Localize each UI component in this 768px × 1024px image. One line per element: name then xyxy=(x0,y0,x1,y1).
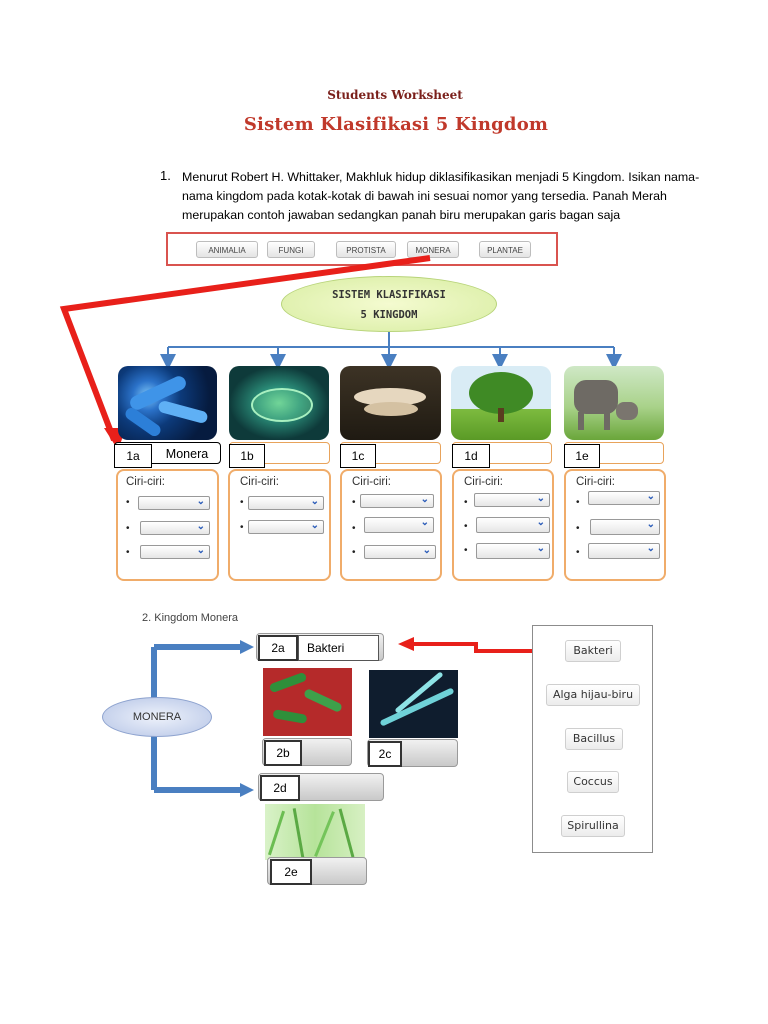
option-animalia[interactable]: ANIMALIA xyxy=(196,241,258,258)
chevron-down-icon: ⌄ xyxy=(420,517,429,528)
kingdom-number-1a: 1a xyxy=(114,444,152,468)
chevron-down-icon: ⌄ xyxy=(646,543,655,554)
ciri-box-1e: Ciri-ciri: • ⌄ • ⌄ • ⌄ xyxy=(564,469,666,581)
bullet-icon: • xyxy=(126,547,130,558)
wordbank-item-coccus[interactable]: Coccus xyxy=(567,771,619,793)
bullet-icon: • xyxy=(576,497,580,508)
ciri-dropdown[interactable]: ⌄ xyxy=(364,545,436,559)
slot-number-2a: 2a xyxy=(258,635,298,661)
diagram-root-line1: SISTEM KLASIFIKASI xyxy=(332,289,446,301)
slot-number-2b: 2b xyxy=(264,740,302,766)
monera-root-ellipse: MONERA xyxy=(102,697,212,737)
ciri-dropdown[interactable]: ⌄ xyxy=(138,496,210,510)
ciri-dropdown[interactable]: ⌄ xyxy=(588,491,660,505)
tree-connector-lines xyxy=(160,332,622,370)
ciri-dropdown[interactable]: ⌄ xyxy=(364,517,434,533)
chevron-down-icon: ⌄ xyxy=(310,520,319,531)
chevron-down-icon: ⌄ xyxy=(536,517,545,528)
bullet-icon: • xyxy=(240,522,244,533)
bullet-icon: • xyxy=(464,497,468,508)
bullet-icon: • xyxy=(352,547,356,558)
algae-photo xyxy=(265,804,365,860)
wordbank-item-bacillus[interactable]: Bacillus xyxy=(565,728,623,750)
question-1-number: 1. xyxy=(160,168,171,183)
chevron-down-icon: ⌄ xyxy=(646,519,655,530)
slot-number-2c: 2c xyxy=(368,741,402,767)
chevron-down-icon: ⌄ xyxy=(196,496,205,507)
bullet-icon: • xyxy=(126,523,130,534)
question-1-text: Menurut Robert H. Whittaker, Makhluk hid… xyxy=(182,170,700,222)
wordbank-item-bakteri[interactable]: Bakteri xyxy=(565,640,621,662)
ciri-dropdown[interactable]: ⌄ xyxy=(140,545,210,559)
elephant-photo xyxy=(564,366,664,440)
chevron-down-icon: ⌄ xyxy=(536,543,545,554)
ciri-dropdown[interactable]: ⌄ xyxy=(474,493,550,507)
ciri-label: Ciri-ciri: xyxy=(576,476,615,488)
protist-photo xyxy=(229,366,329,440)
ciri-label: Ciri-ciri: xyxy=(126,476,165,488)
chevron-down-icon: ⌄ xyxy=(310,496,319,507)
worksheet-subtitle: Students Worksheet xyxy=(327,88,463,102)
ciri-dropdown[interactable]: ⌄ xyxy=(590,519,660,535)
ciri-label: Ciri-ciri: xyxy=(464,476,503,488)
ciri-dropdown[interactable]: ⌄ xyxy=(248,520,324,534)
chevron-down-icon: ⌄ xyxy=(646,491,655,502)
mushroom-photo xyxy=(340,366,441,440)
ciri-dropdown[interactable]: ⌄ xyxy=(360,494,434,508)
bullet-icon: • xyxy=(352,523,356,534)
bullet-icon: • xyxy=(352,497,356,508)
ciri-label: Ciri-ciri: xyxy=(352,476,391,488)
option-protista[interactable]: PROTISTA xyxy=(336,241,396,258)
option-fungi[interactable]: FUNGI xyxy=(267,241,315,258)
diagram-root-ellipse: SISTEM KLASIFIKASI 5 KINGDOM xyxy=(281,276,497,332)
chevron-down-icon: ⌄ xyxy=(536,493,545,504)
chevron-down-icon: ⌄ xyxy=(196,521,205,532)
red-wordbank-arrow xyxy=(398,637,555,653)
bullet-icon: • xyxy=(240,497,244,508)
kingdom-number-1b: 1b xyxy=(229,444,265,468)
ciri-label: Ciri-ciri: xyxy=(240,476,279,488)
kingdom-number-1d: 1d xyxy=(452,444,490,468)
chevron-down-icon: ⌄ xyxy=(196,545,205,556)
bacteria-photo xyxy=(118,366,217,440)
bullet-icon: • xyxy=(464,521,468,532)
ciri-box-1a: Ciri-ciri: • ⌄ • ⌄ • ⌄ xyxy=(116,469,219,581)
kingdom-answer-1a: Monera xyxy=(165,447,209,461)
kingdom-number-1c: 1c xyxy=(340,444,376,468)
ciri-dropdown[interactable]: ⌄ xyxy=(140,521,210,535)
worksheet-title: Sistem Klasifikasi 5 Kingdom xyxy=(243,114,549,135)
bullet-icon: • xyxy=(576,547,580,558)
ciri-box-1c: Ciri-ciri: • ⌄ • ⌄ • ⌄ xyxy=(340,469,442,581)
diagram-root-line2: 5 KINGDOM xyxy=(360,309,418,321)
bacteria-red-photo xyxy=(263,668,352,736)
ciri-dropdown[interactable]: ⌄ xyxy=(248,496,324,510)
slot-number-2d: 2d xyxy=(260,775,300,801)
bullet-icon: • xyxy=(126,497,130,508)
bullet-icon: • xyxy=(576,523,580,534)
wordbank-item-alga[interactable]: Alga hijau-biru xyxy=(546,684,640,706)
option-plantae[interactable]: PLANTAE xyxy=(479,241,531,258)
ciri-dropdown[interactable]: ⌄ xyxy=(476,517,550,533)
ciri-dropdown[interactable]: ⌄ xyxy=(588,543,660,559)
option-monera[interactable]: MONERA xyxy=(407,241,459,258)
wordbank-item-spirullina[interactable]: Spirullina xyxy=(561,815,625,837)
ciri-box-1d: Ciri-ciri: • ⌄ • ⌄ • ⌄ xyxy=(452,469,554,581)
question-2-title: 2. Kingdom Monera xyxy=(142,612,238,624)
slot-answer-2a: Bakteri xyxy=(298,635,379,661)
ciri-dropdown[interactable]: ⌄ xyxy=(476,543,550,559)
bullet-icon: • xyxy=(464,545,468,556)
kingdom-number-1e: 1e xyxy=(564,444,600,468)
cyanobacteria-photo xyxy=(369,670,458,738)
tree-photo xyxy=(451,366,551,440)
slot-number-2e: 2e xyxy=(270,859,312,885)
chevron-down-icon: ⌄ xyxy=(422,545,431,556)
chevron-down-icon: ⌄ xyxy=(420,494,429,505)
ciri-box-1b: Ciri-ciri: • ⌄ • ⌄ xyxy=(228,469,331,581)
